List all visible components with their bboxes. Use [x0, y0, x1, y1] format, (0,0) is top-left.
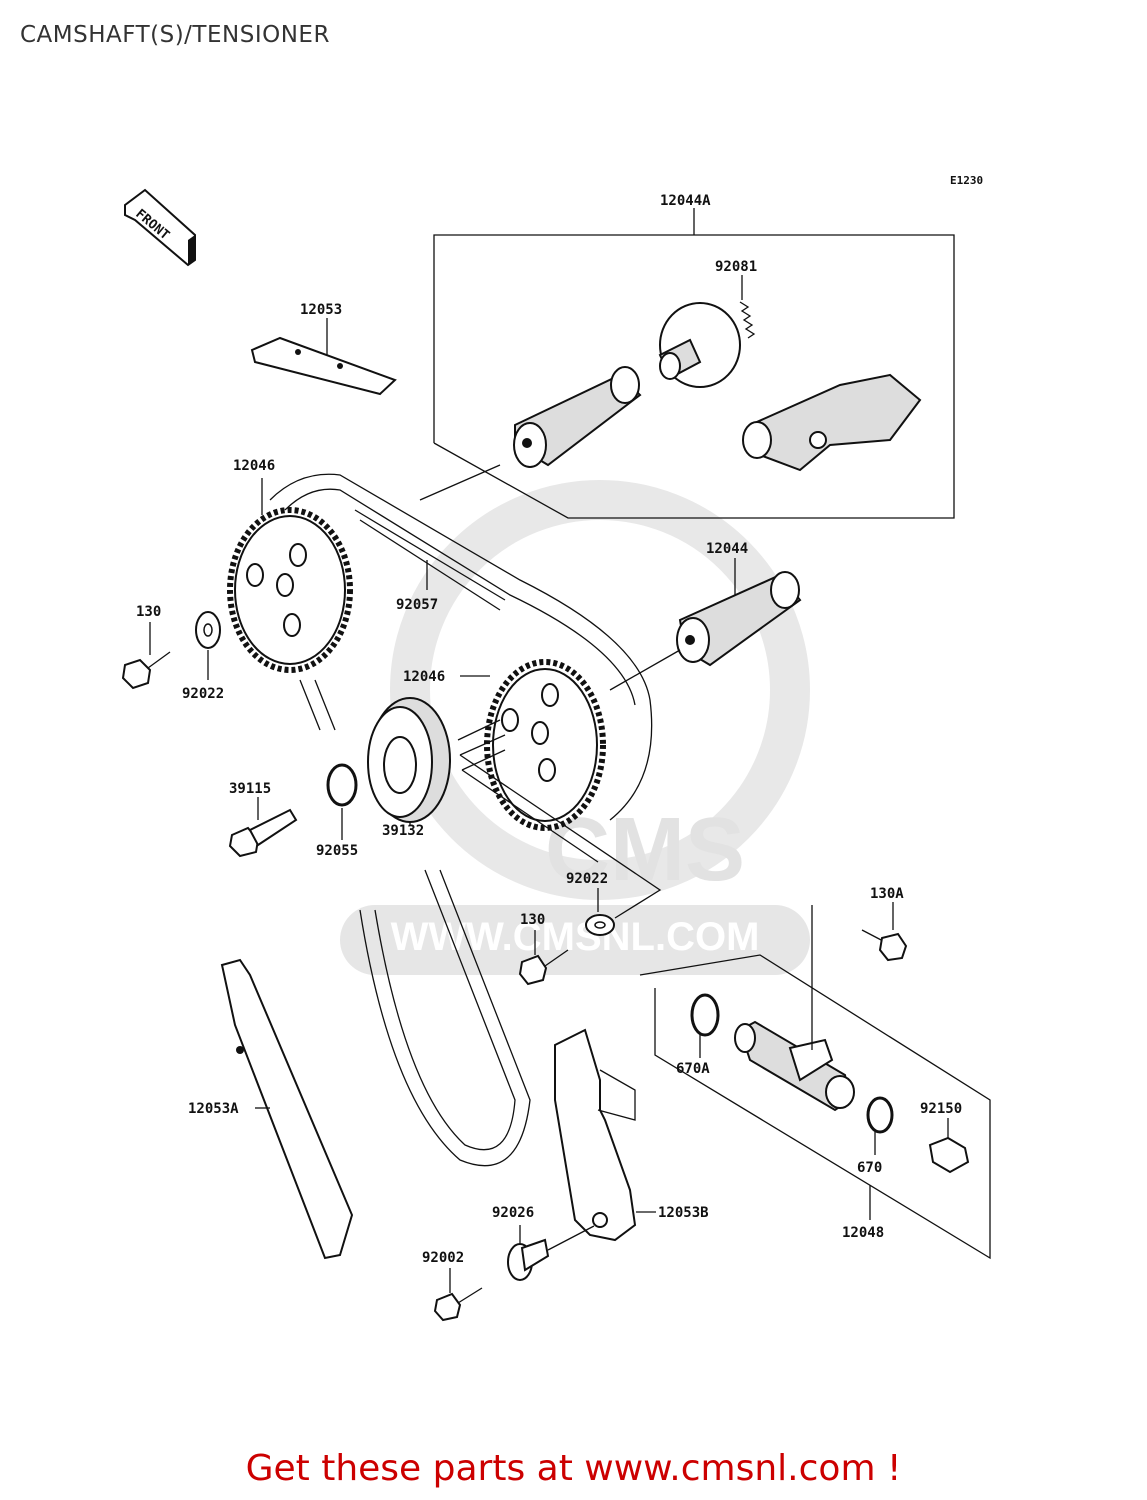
part-92002-bolt: [433, 1268, 483, 1322]
part-92022-washer-left: [195, 611, 221, 680]
label-12044: 12044: [706, 541, 748, 557]
label-92022-mid: 92022: [566, 871, 608, 887]
part-12044-camshaft: [609, 558, 802, 691]
part-39132-pulley: [367, 697, 506, 825]
label-92057: 92057: [396, 597, 438, 613]
part-92055-oring: [326, 763, 358, 840]
page-title: CAMSHAFT(S)/TENSIONER: [20, 22, 330, 48]
part-camshaft-12044A: [513, 366, 642, 468]
part-92026-collar: [507, 1225, 595, 1281]
part-130-bolt-left: [121, 622, 171, 690]
part-92150-plug: [928, 1118, 970, 1174]
part-130-bolt-mid: [518, 930, 569, 986]
label-12046-top: 12046: [233, 458, 275, 474]
part-92081-spring: [739, 275, 756, 339]
label-12046-mid: 12046: [403, 669, 445, 685]
label-92055: 92055: [316, 843, 358, 859]
part-12046-sprocket-top: [227, 478, 353, 673]
label-39132: 39132: [382, 823, 424, 839]
watermark-url: WWW.CMSNL.COM: [391, 915, 760, 959]
label-12053A: 12053A: [188, 1101, 239, 1117]
diagram-code: E1230: [950, 174, 983, 187]
label-12053: 12053: [300, 302, 342, 318]
part-12046-sprocket-mid: [460, 659, 606, 831]
part-92022-washer-mid: [459, 754, 662, 936]
part-tensioner-body: [734, 905, 855, 1112]
label-130-left: 130: [136, 604, 161, 620]
label-12048: 12048: [842, 1225, 884, 1241]
label-92150: 92150: [920, 1101, 962, 1117]
part-670A-oring: [690, 993, 720, 1058]
label-92081: 92081: [715, 259, 757, 275]
part-92057-chain: [269, 464, 653, 1167]
label-92026: 92026: [492, 1205, 534, 1221]
footer-link-text[interactable]: Get these parts at www.cmsnl.com !: [245, 1448, 902, 1489]
label-92022-left: 92022: [182, 686, 224, 702]
watermark: WWW.CMSNL.COM CMS: [340, 480, 810, 975]
part-39115-bolt: [228, 797, 298, 858]
part-670-oring: [866, 1096, 894, 1155]
front-arrow-icon: FRONT: [124, 188, 196, 267]
label-39115: 39115: [229, 781, 271, 797]
part-12053B-guide: [554, 1028, 656, 1242]
label-12044A: 12044A: [660, 193, 711, 209]
assembly-12044A-box: [433, 208, 955, 519]
watermark-logo: CMS: [545, 800, 745, 900]
label-130A: 130A: [870, 886, 904, 902]
part-130A-bolt: [861, 902, 908, 962]
assembly-12048-box: [639, 954, 991, 1260]
label-92002: 92002: [422, 1250, 464, 1266]
label-130-mid: 130: [520, 912, 545, 928]
part-12053A-guide: [220, 958, 354, 1260]
label-12053B: 12053B: [658, 1205, 709, 1221]
label-670: 670: [857, 1160, 882, 1176]
part-decomp-weight: [658, 302, 741, 388]
part-rocker-arm: [742, 373, 922, 472]
part-12053-guide: [250, 318, 397, 396]
label-670A: 670A: [676, 1061, 710, 1077]
